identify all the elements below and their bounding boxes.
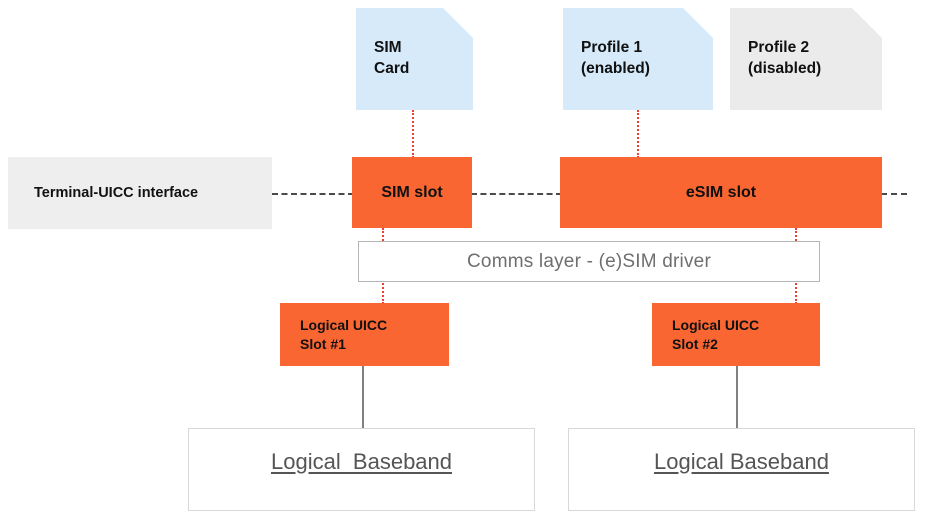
terminal-uicc-dashed-line-left xyxy=(272,193,354,195)
comms-layer-label: Comms layer - (e)SIM driver xyxy=(467,250,711,272)
logical-uicc-slot-1[interactable]: Logical UICC Slot #1 xyxy=(280,303,449,366)
connector-uicc-2-to-baseband-2 xyxy=(736,366,738,428)
terminal-uicc-dashed-line-right xyxy=(881,193,907,195)
logical-uicc-slot-2[interactable]: Logical UICC Slot #2 xyxy=(652,303,820,366)
sim-slot[interactable]: SIM slot xyxy=(352,157,472,228)
connector-sim-card-to-slot xyxy=(412,110,414,158)
logical-baseband-1-label: Logical Baseband xyxy=(270,449,453,474)
terminal-uicc-interface: Terminal-UICC interface xyxy=(8,157,272,229)
logical-baseband-1: Logical Baseband xyxy=(188,428,535,511)
terminal-uicc-dashed-line-middle xyxy=(471,193,562,195)
esim-slot[interactable]: eSIM slot xyxy=(560,157,882,228)
comms-layer-box: Comms layer - (e)SIM driver xyxy=(358,241,820,282)
profile-2-card[interactable]: Profile 2 (disabled) xyxy=(730,8,882,110)
profile-1-card[interactable]: Profile 1 (enabled) xyxy=(563,8,713,110)
logical-baseband-2-label: Logical Baseband xyxy=(654,449,829,474)
connector-profile-1-to-esim-slot xyxy=(637,110,639,158)
connector-uicc-1-to-baseband-1 xyxy=(362,366,364,428)
sim-card[interactable]: SIM Card xyxy=(356,8,473,110)
logical-baseband-2: Logical Baseband xyxy=(568,428,915,511)
